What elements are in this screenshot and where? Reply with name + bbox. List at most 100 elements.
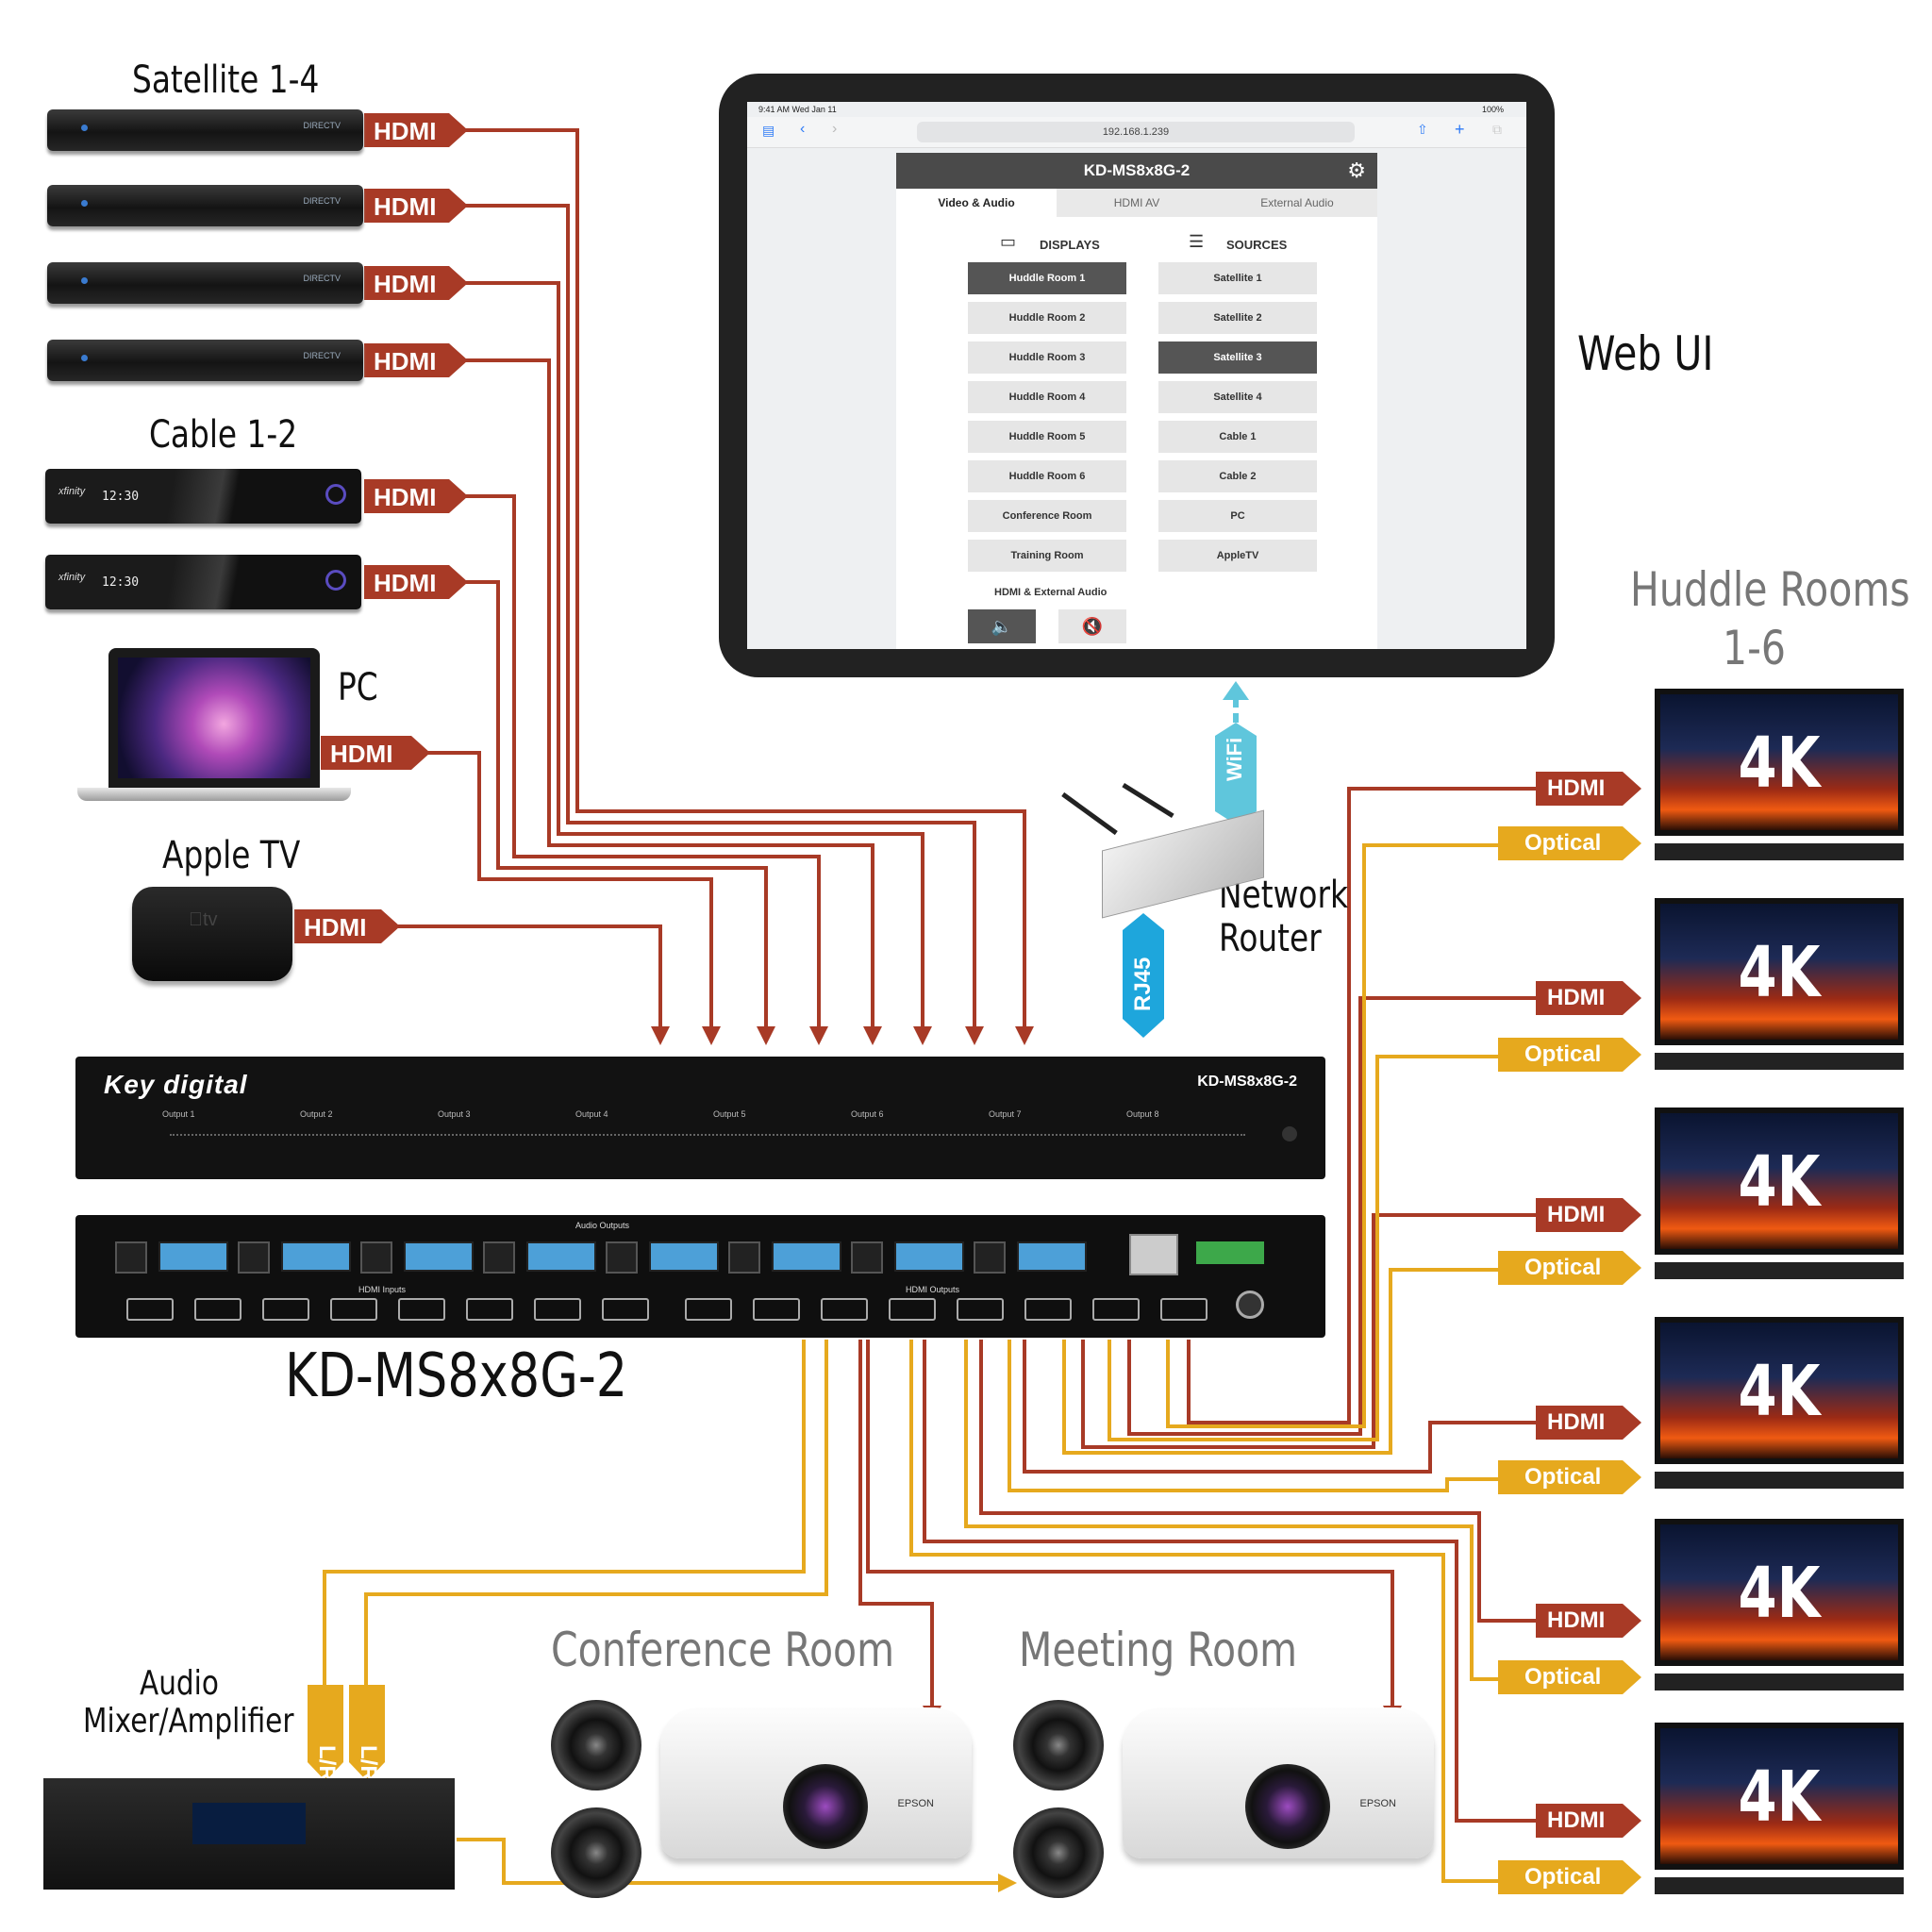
source-button-satellite-3[interactable]: Satellite 3 [1158,341,1317,374]
tv-4k-label: 4K [1738,1757,1821,1838]
new-tab-icon[interactable]: + [1455,120,1465,139]
source-button-satellite-2[interactable]: Satellite 2 [1158,302,1317,334]
front-output-label: Output 2 [300,1109,333,1119]
satellite-receiver: DIRECTV [47,262,363,304]
forward-icon[interactable]: › [832,121,838,137]
tv-4k-label: 4K [1738,932,1821,1013]
hdmi-inputs-label: HDMI Inputs [358,1285,407,1294]
share-icon[interactable]: ⇧ [1417,122,1428,137]
hdmi-tag-label: HDMI [374,117,437,145]
tab-hdmi-av[interactable]: HDMI AV [1113,196,1160,209]
speaker-image [551,1807,641,1898]
source-button-pc[interactable]: PC [1158,500,1317,532]
tab-bar: Video & Audio HDMI AV External Audio [896,189,1377,217]
wifi-link [1215,681,1257,830]
address-bar[interactable]: 192.168.1.239 [917,122,1355,142]
audio-section-header: HDMI & External Audio [994,587,1108,598]
optical-tag-label: Optical [1524,1464,1602,1490]
source-button-appletv[interactable]: AppleTV [1158,540,1317,572]
audio-mixer-label-2: Mixer/Amplifier [83,1702,294,1740]
hdmi-tag-label: HDMI [1547,1807,1606,1833]
speaker-icon[interactable]: 🔈 [968,609,1036,643]
speaker-image [551,1700,641,1790]
cable-label: Cable 1-2 [149,413,298,457]
front-output-label: Output 6 [851,1109,884,1119]
hdmi-tag-label: HDMI [374,192,437,221]
hdmi-tag-label: HDMI [304,913,367,941]
hdmi-tag-label: HDMI [1547,1409,1606,1435]
tv-4k-label: 4K [1738,1553,1821,1634]
status-bar: 9:41 AM Wed Jan 11 100% [747,102,1526,117]
optical-tag-label: Optical [1524,1255,1602,1280]
front-leds [170,1134,1245,1136]
speaker-image [1013,1700,1104,1790]
lr-tag-1 [308,1685,343,1781]
lr-tag-label: L/R [356,1745,381,1782]
tabs-icon[interactable]: ⧉ [1492,122,1502,137]
tv-display: 4K [1655,1317,1904,1464]
audio-outputs-label: Audio Outputs [575,1221,630,1230]
huddle-rooms-range: 1-6 [1723,621,1786,675]
tv-4k-label: 4K [1738,1351,1821,1432]
web-ui-label: Web UI [1577,326,1714,381]
front-output-label: Output 7 [989,1109,1022,1119]
speaker-image [1013,1807,1104,1898]
tv-display: 4K [1655,1519,1904,1666]
display-button-huddle-room-1[interactable]: Huddle Room 1 [968,262,1126,294]
network-router-label-2: Router [1219,917,1322,960]
source-button-satellite-1[interactable]: Satellite 1 [1158,262,1317,294]
tv-display: 4K [1655,1108,1904,1255]
speaker-mute-icon[interactable]: 🔇 [1058,609,1126,643]
front-output-label: Output 1 [162,1109,195,1119]
tab-video-audio[interactable]: Video & Audio [896,189,1057,217]
tv-4k-label: 4K [1738,723,1821,804]
power-jack [1236,1291,1264,1319]
projector-image: EPSON [660,1707,972,1858]
front-output-label: Output 3 [438,1109,471,1119]
displays-header: DISPLAYS [1040,238,1100,252]
display-button-training-room[interactable]: Training Room [968,540,1126,572]
conference-room-label: Conference Room [551,1623,895,1677]
source-button-satellite-4[interactable]: Satellite 4 [1158,381,1317,413]
sidebar-icon[interactable]: ▤ [762,123,775,138]
front-output-label: Output 5 [713,1109,746,1119]
web-ui-screen: 9:41 AM Wed Jan 11 100% ▤ ‹ › 192.168.1.… [747,102,1526,649]
display-button-huddle-room-5[interactable]: Huddle Room 5 [968,421,1126,453]
source-icon: ☰ [1189,232,1205,251]
control-panel: KD-MS8x8G-2 ⚙ Video & Audio HDMI AV Exte… [896,153,1377,649]
satellite-receiver: DIRECTV [47,185,363,226]
rj45-link [1123,913,1164,1038]
input-cables [387,128,1034,1045]
display-button-huddle-room-6[interactable]: Huddle Room 6 [968,460,1126,492]
display-icon: ▭ [1000,232,1017,251]
source-button-cable-2[interactable]: Cable 2 [1158,460,1317,492]
display-button-conference-room[interactable]: Conference Room [968,500,1126,532]
display-button-huddle-room-3[interactable]: Huddle Room 3 [968,341,1126,374]
audio-mixer-label: Audio [140,1664,219,1703]
apple-tv-label: Apple TV [162,834,301,877]
hdmi-tag-label: HDMI [374,347,437,375]
tv-soundbar [1655,1053,1904,1070]
tablet-device: 9:41 AM Wed Jan 11 100% ▤ ‹ › 192.168.1.… [719,74,1555,677]
display-button-huddle-room-4[interactable]: Huddle Room 4 [968,381,1126,413]
audio-amplifier [43,1778,455,1890]
tv-soundbar [1655,1674,1904,1690]
back-icon[interactable]: ‹ [800,121,806,137]
device-model-label: KD-MS8x8G-2 [285,1341,628,1411]
gear-icon[interactable]: ⚙ [1347,158,1366,182]
ir-window [1282,1126,1297,1141]
source-button-cable-1[interactable]: Cable 1 [1158,421,1317,453]
hdmi-tag-label: HDMI [374,270,437,298]
front-model-label: KD-MS8x8G-2 [1197,1074,1297,1090]
hdmi-outputs-label: HDMI Outputs [906,1285,960,1294]
laptop-image [108,648,320,788]
lr-tag-label: L/R [314,1745,340,1782]
front-output-label: Output 4 [575,1109,608,1119]
hdmi-tag-label: HDMI [374,569,437,597]
satellite-receiver: DIRECTV [47,340,363,381]
tv-soundbar [1655,1262,1904,1279]
display-button-huddle-room-2[interactable]: Huddle Room 2 [968,302,1126,334]
tab-external-audio[interactable]: External Audio [1260,196,1334,209]
